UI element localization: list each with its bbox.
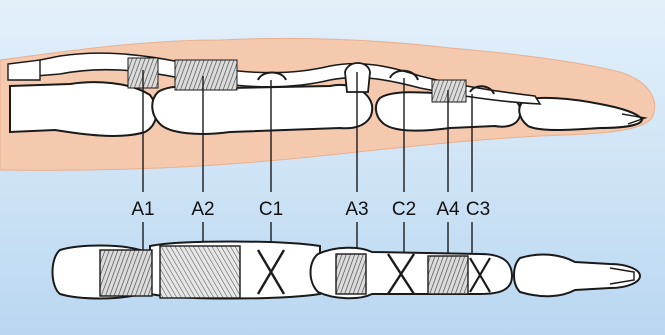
a2-pulley-lateral bbox=[175, 60, 237, 90]
label-a2: A2 bbox=[191, 199, 214, 220]
a3-pulley-palmar bbox=[336, 254, 366, 294]
label-c2: C2 bbox=[392, 199, 416, 220]
a4-pulley-palmar bbox=[428, 256, 468, 294]
a4-pulley-lateral bbox=[432, 80, 466, 102]
label-a3: A3 bbox=[345, 199, 368, 220]
tendon-stub bbox=[8, 60, 40, 80]
label-c3: C3 bbox=[466, 199, 490, 220]
label-c1: C1 bbox=[259, 199, 283, 220]
a1-pulley-palmar bbox=[100, 250, 152, 296]
metacarpal-bone bbox=[10, 82, 156, 136]
proximal-phalanx-bone bbox=[152, 85, 372, 134]
a2-pulley-palmar bbox=[160, 246, 240, 298]
label-a4: A4 bbox=[436, 199, 460, 220]
label-a1: A1 bbox=[131, 199, 154, 220]
